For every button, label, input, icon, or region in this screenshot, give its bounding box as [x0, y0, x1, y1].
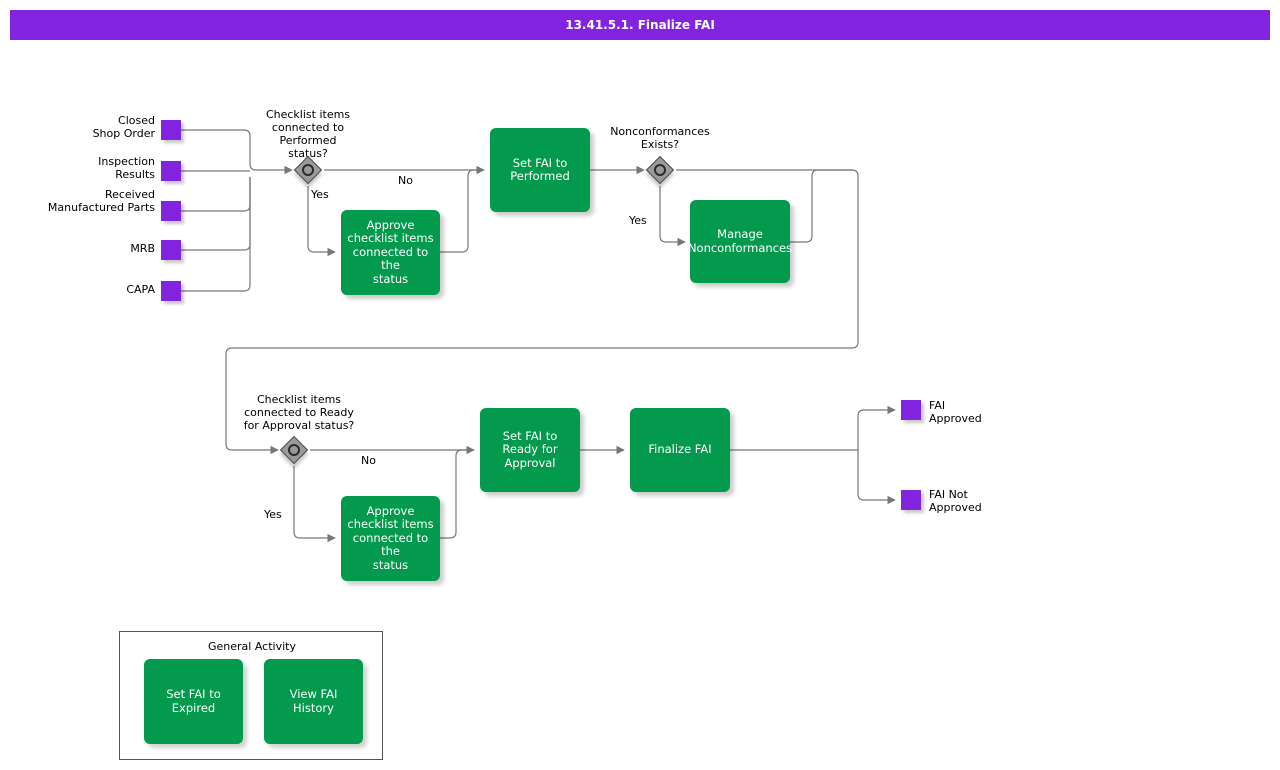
task-set-fai-expired[interactable]: Set FAI to Expired — [144, 659, 243, 744]
terminal-node-capa[interactable] — [161, 281, 181, 301]
general-activity-panel: General Activity Set FAI to Expired View… — [119, 631, 383, 760]
terminal-label-capa: CAPA — [126, 283, 155, 296]
terminal-label-inspection-results: Inspection Results — [98, 155, 155, 181]
task-set-fai-ready-for-approval[interactable]: Set FAI to Ready for Approval — [480, 408, 580, 492]
terminal-node-fai-not-approved[interactable] — [901, 490, 921, 510]
terminal-node-mrb[interactable] — [161, 240, 181, 260]
edge-label-gw3-no: No — [361, 454, 376, 467]
terminal-node-received-manufactured-parts[interactable] — [161, 201, 181, 221]
page-title: 13.41.5.1. Finalize FAI — [565, 18, 715, 32]
terminal-label-fai-not-approved: FAI Not Approved — [929, 488, 982, 514]
gateway-checklist-performed[interactable] — [293, 155, 323, 185]
general-activity-title: General Activity — [208, 640, 296, 653]
page-title-bar: 13.41.5.1. Finalize FAI — [10, 10, 1270, 40]
gateway-inclusive-ring-icon — [654, 164, 666, 176]
edge-label-gw1-no: No — [398, 174, 413, 187]
terminal-node-closed-shop-order[interactable] — [161, 120, 181, 140]
edge-label-gw2-yes: Yes — [629, 214, 647, 227]
task-manage-nonconformances[interactable]: Manage Nonconformances — [688, 200, 792, 283]
edge-label-gw1-yes: Yes — [311, 188, 329, 201]
gateway-question-checklist-performed: Checklist items connected to Performed s… — [265, 108, 351, 160]
gateway-question-nonconformances: Nonconformances Exists? — [610, 125, 710, 151]
terminal-label-fai-approved: FAI Approved — [929, 399, 982, 425]
terminal-node-fai-approved[interactable] — [901, 400, 921, 420]
terminal-label-closed-shop-order: Closed Shop Order — [92, 114, 155, 140]
task-view-fai-history[interactable]: View FAI History — [264, 659, 363, 744]
gateway-inclusive-ring-icon — [302, 164, 314, 176]
task-approve-checklist-ready[interactable]: Approve checklist items connected to the… — [341, 496, 440, 581]
gateway-nonconformances[interactable] — [645, 155, 675, 185]
terminal-label-received-manufactured-parts: Received Manufactured Parts — [47, 188, 155, 214]
task-finalize-fai[interactable]: Finalize FAI — [630, 408, 730, 492]
terminal-node-inspection-results[interactable] — [161, 161, 181, 181]
task-approve-checklist-performed[interactable]: Approve checklist items connected to the… — [341, 210, 440, 295]
gateway-inclusive-ring-icon — [288, 444, 300, 456]
edge-label-gw3-yes: Yes — [264, 508, 282, 521]
terminal-label-mrb: MRB — [130, 242, 155, 255]
task-set-fai-performed[interactable]: Set FAI to Performed — [490, 128, 590, 212]
gateway-question-checklist-ready: Checklist items connected to Ready for A… — [243, 393, 355, 432]
gateway-checklist-ready[interactable] — [279, 435, 309, 465]
